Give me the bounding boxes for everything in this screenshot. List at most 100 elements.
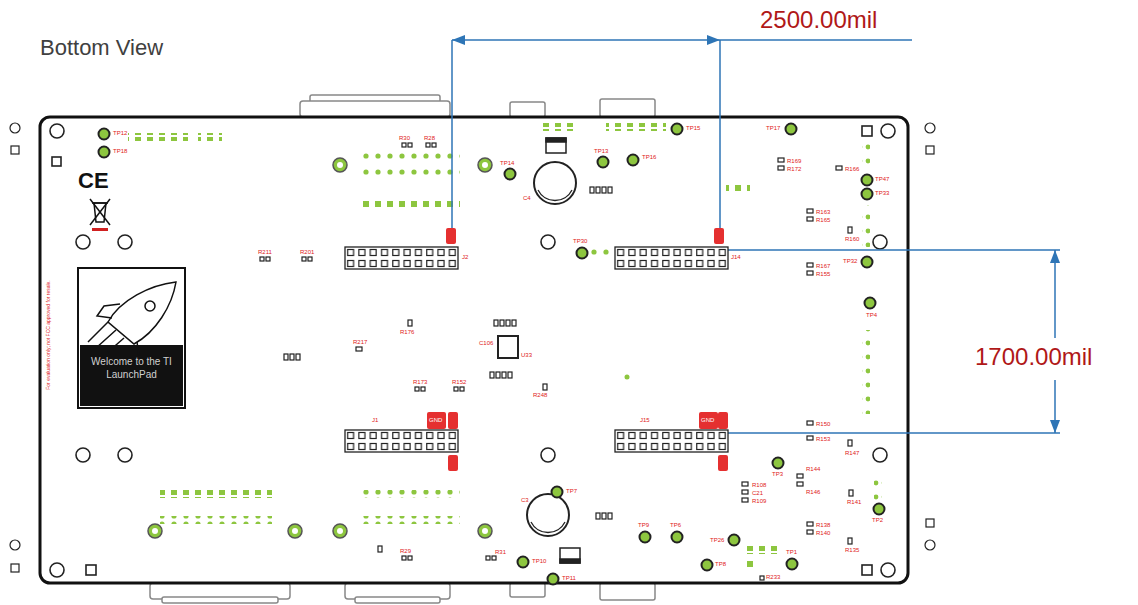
corner-mark [926, 519, 934, 527]
mounting-hole [541, 448, 555, 462]
dimension-line [452, 40, 1060, 433]
mounting-hole [76, 235, 90, 249]
via-row [360, 516, 460, 524]
electrolytic-capacitor [534, 162, 576, 204]
pin-marker [446, 228, 456, 244]
smd-pad [500, 320, 504, 326]
test-point [862, 257, 873, 268]
smd-pad [807, 522, 813, 526]
smd-pad [296, 354, 300, 360]
logo-text: Welcome to the TI LaunchPad [81, 356, 182, 381]
mounting-hole [873, 235, 887, 249]
test-point-label: TP3 [772, 471, 783, 477]
smd-pad [378, 546, 382, 552]
pin-header [615, 430, 728, 452]
diode [560, 559, 580, 563]
test-point [505, 169, 516, 180]
test-point [548, 574, 559, 585]
test-point-label: TP26 [710, 537, 724, 543]
test-point-label: TP33 [875, 190, 889, 196]
launchpad-logo [145, 301, 155, 311]
smd-pad [402, 556, 406, 560]
mounting-hole [118, 448, 132, 462]
plated-pad [482, 528, 488, 534]
diode [546, 138, 580, 563]
test-point [640, 532, 651, 543]
smd-pad [849, 490, 853, 496]
designator: R163 [816, 209, 830, 215]
via-row [745, 560, 757, 568]
mounting-hole [541, 235, 555, 249]
ce-mark: CE [78, 170, 109, 192]
dimension-arrowhead [1050, 250, 1060, 263]
smd-pad [590, 187, 594, 193]
dimension-label: 1700.00mil [975, 345, 1092, 369]
edge-connector [510, 102, 545, 117]
test-point [577, 248, 588, 259]
smd-pad [742, 498, 748, 502]
pin-header [345, 247, 728, 452]
designator: R176 [400, 329, 414, 335]
smd-pad [308, 257, 312, 261]
test-point [786, 124, 797, 135]
via-row [198, 133, 222, 141]
smd-pad [760, 576, 764, 580]
plated-pad [478, 158, 492, 172]
ce-weee-symbol [90, 199, 110, 225]
smd-pad [490, 372, 494, 378]
test-point [552, 487, 563, 498]
via-row [360, 168, 460, 176]
launchpad-logo [137, 342, 139, 356]
smd-pad [266, 257, 270, 261]
corner-mark [925, 540, 935, 550]
smd-pad [596, 187, 600, 193]
designator: R30 [399, 135, 410, 141]
test-point-label: TP7 [566, 488, 577, 494]
designator: R31 [495, 549, 506, 555]
test-point-label: TP32 [843, 258, 857, 264]
smd-pad [512, 320, 516, 326]
test-point-label: TP17 [766, 125, 780, 131]
dimension-label: 2500.00mil [760, 8, 877, 32]
smd-pad [807, 436, 813, 440]
designator: R144 [806, 466, 820, 472]
plated-pad [148, 524, 162, 538]
pin-marker [448, 412, 458, 429]
test-point-label: TP4 [866, 312, 877, 318]
smd-pad [486, 556, 490, 560]
dimension-arrowhead [452, 35, 465, 45]
designator: R248 [533, 392, 547, 398]
test-point-label: TP1 [786, 549, 797, 555]
pin-header [615, 247, 728, 269]
dimension-arrowhead [707, 35, 720, 45]
test-point [628, 155, 639, 166]
smd-pad [596, 513, 600, 519]
electrolytic-capacitor [527, 162, 576, 536]
smd-pad [602, 187, 606, 193]
test-point-label: TP16 [642, 154, 656, 160]
plated-pad [288, 524, 302, 538]
test-point-label: TP18 [113, 148, 127, 154]
smd-pad [408, 143, 412, 147]
mounting-hole [862, 126, 872, 136]
connector-label: J14 [731, 254, 741, 260]
via-row [874, 478, 882, 506]
plated-pad [148, 158, 492, 538]
via-row [360, 152, 460, 160]
edge-connector [600, 583, 655, 600]
corner-mark [11, 146, 19, 154]
designator: R150 [816, 421, 830, 427]
designator: R169 [787, 158, 801, 164]
designator: R153 [816, 436, 830, 442]
via-row [745, 546, 781, 554]
electrolytic-capacitor [527, 494, 569, 536]
pcb-outline [40, 117, 908, 583]
via-row [606, 123, 666, 131]
designator: R211 [258, 249, 272, 255]
test-point [702, 560, 713, 571]
connector-label: J2 [462, 254, 468, 260]
plated-pad [333, 158, 347, 172]
pin-label: GND [701, 417, 714, 423]
smd-pad [492, 556, 496, 560]
designator: R155 [816, 271, 830, 277]
